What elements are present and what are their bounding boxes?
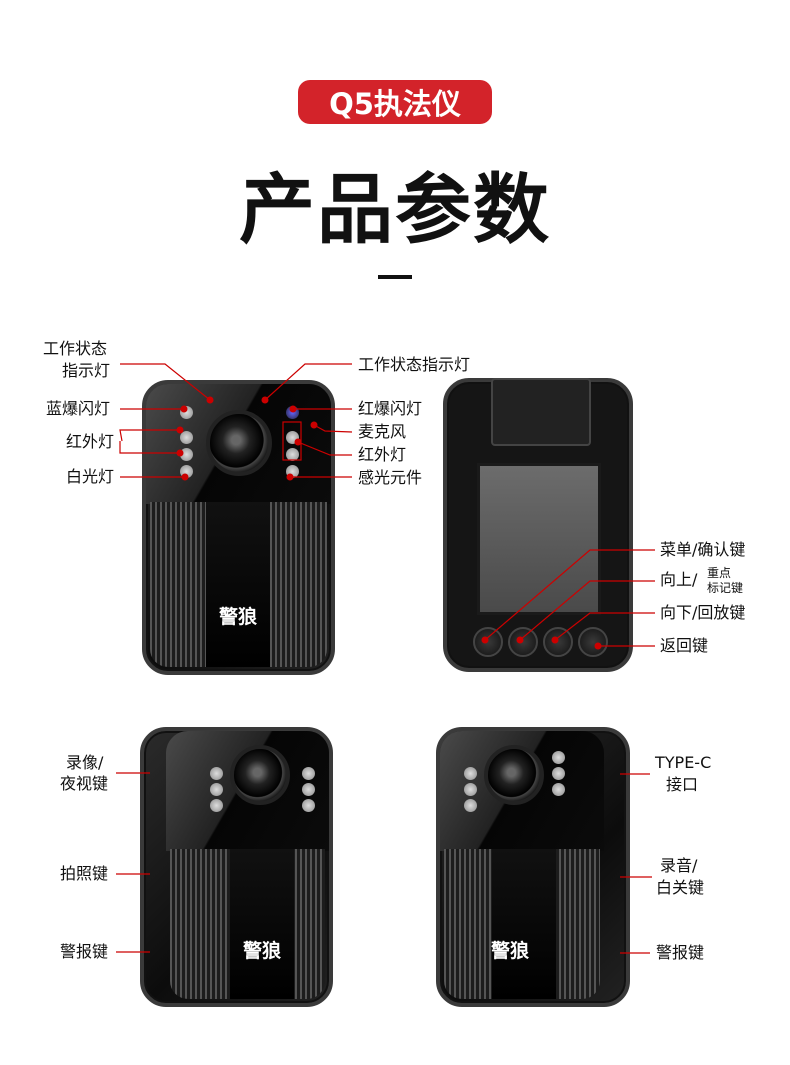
down-button[interactable] [543, 627, 573, 657]
device-right-side: 警狼 [436, 727, 630, 1007]
back-button[interactable] [578, 627, 608, 657]
brand-logo: 警狼 [242, 940, 281, 962]
label-white-light: 白光灯 [66, 467, 115, 486]
label-light-sensor: 感光元件 [358, 468, 423, 487]
label-status-led-left: 工作状态 [43, 339, 108, 358]
label-audio: 录音/ [660, 856, 698, 875]
label-back: 返回键 [660, 636, 709, 655]
label-alarm-left: 警报键 [60, 942, 109, 961]
device-front: 警狼 [142, 380, 335, 675]
label-photo: 拍照键 [60, 864, 109, 883]
label-mic: 麦克风 [358, 422, 407, 441]
divider [378, 275, 412, 279]
brand-logo: 警狼 [490, 940, 529, 962]
label-red-flash: 红爆闪灯 [358, 399, 423, 418]
label-down: 向下/回放键 [660, 603, 746, 622]
label-ir-right: 红外灯 [358, 445, 407, 464]
label-status-led-right: 工作状态指示灯 [358, 355, 471, 374]
label-typec-2: 接口 [666, 775, 699, 794]
label-alarm-right: 警报键 [656, 943, 705, 962]
label-menu: 菜单/确认键 [660, 540, 746, 559]
label-typec: TYPE-C [655, 753, 712, 772]
label-audio-2: 白关键 [656, 878, 705, 897]
label-up-sub-2: 标记键 [707, 581, 744, 595]
label-blue-flash: 蓝爆闪灯 [46, 399, 111, 418]
page-title: 产品参数 [239, 165, 551, 254]
up-button[interactable] [508, 627, 538, 657]
menu-button[interactable] [473, 627, 503, 657]
clip [491, 378, 591, 446]
device-back [443, 378, 633, 672]
device-left-side: 警狼 [140, 727, 333, 1007]
product-badge: Q5执法仪 [298, 80, 492, 124]
brand-logo: 警狼 [218, 606, 257, 628]
label-record: 录像/ [66, 753, 104, 772]
camera-lens [206, 410, 272, 476]
label-up: 向上/ [660, 570, 698, 589]
label-status-led-left-2: 指示灯 [62, 361, 111, 380]
label-ir-left: 红外灯 [66, 432, 115, 451]
label-up-sub-1: 重点 [707, 566, 732, 580]
label-record-2: 夜视键 [60, 774, 109, 793]
